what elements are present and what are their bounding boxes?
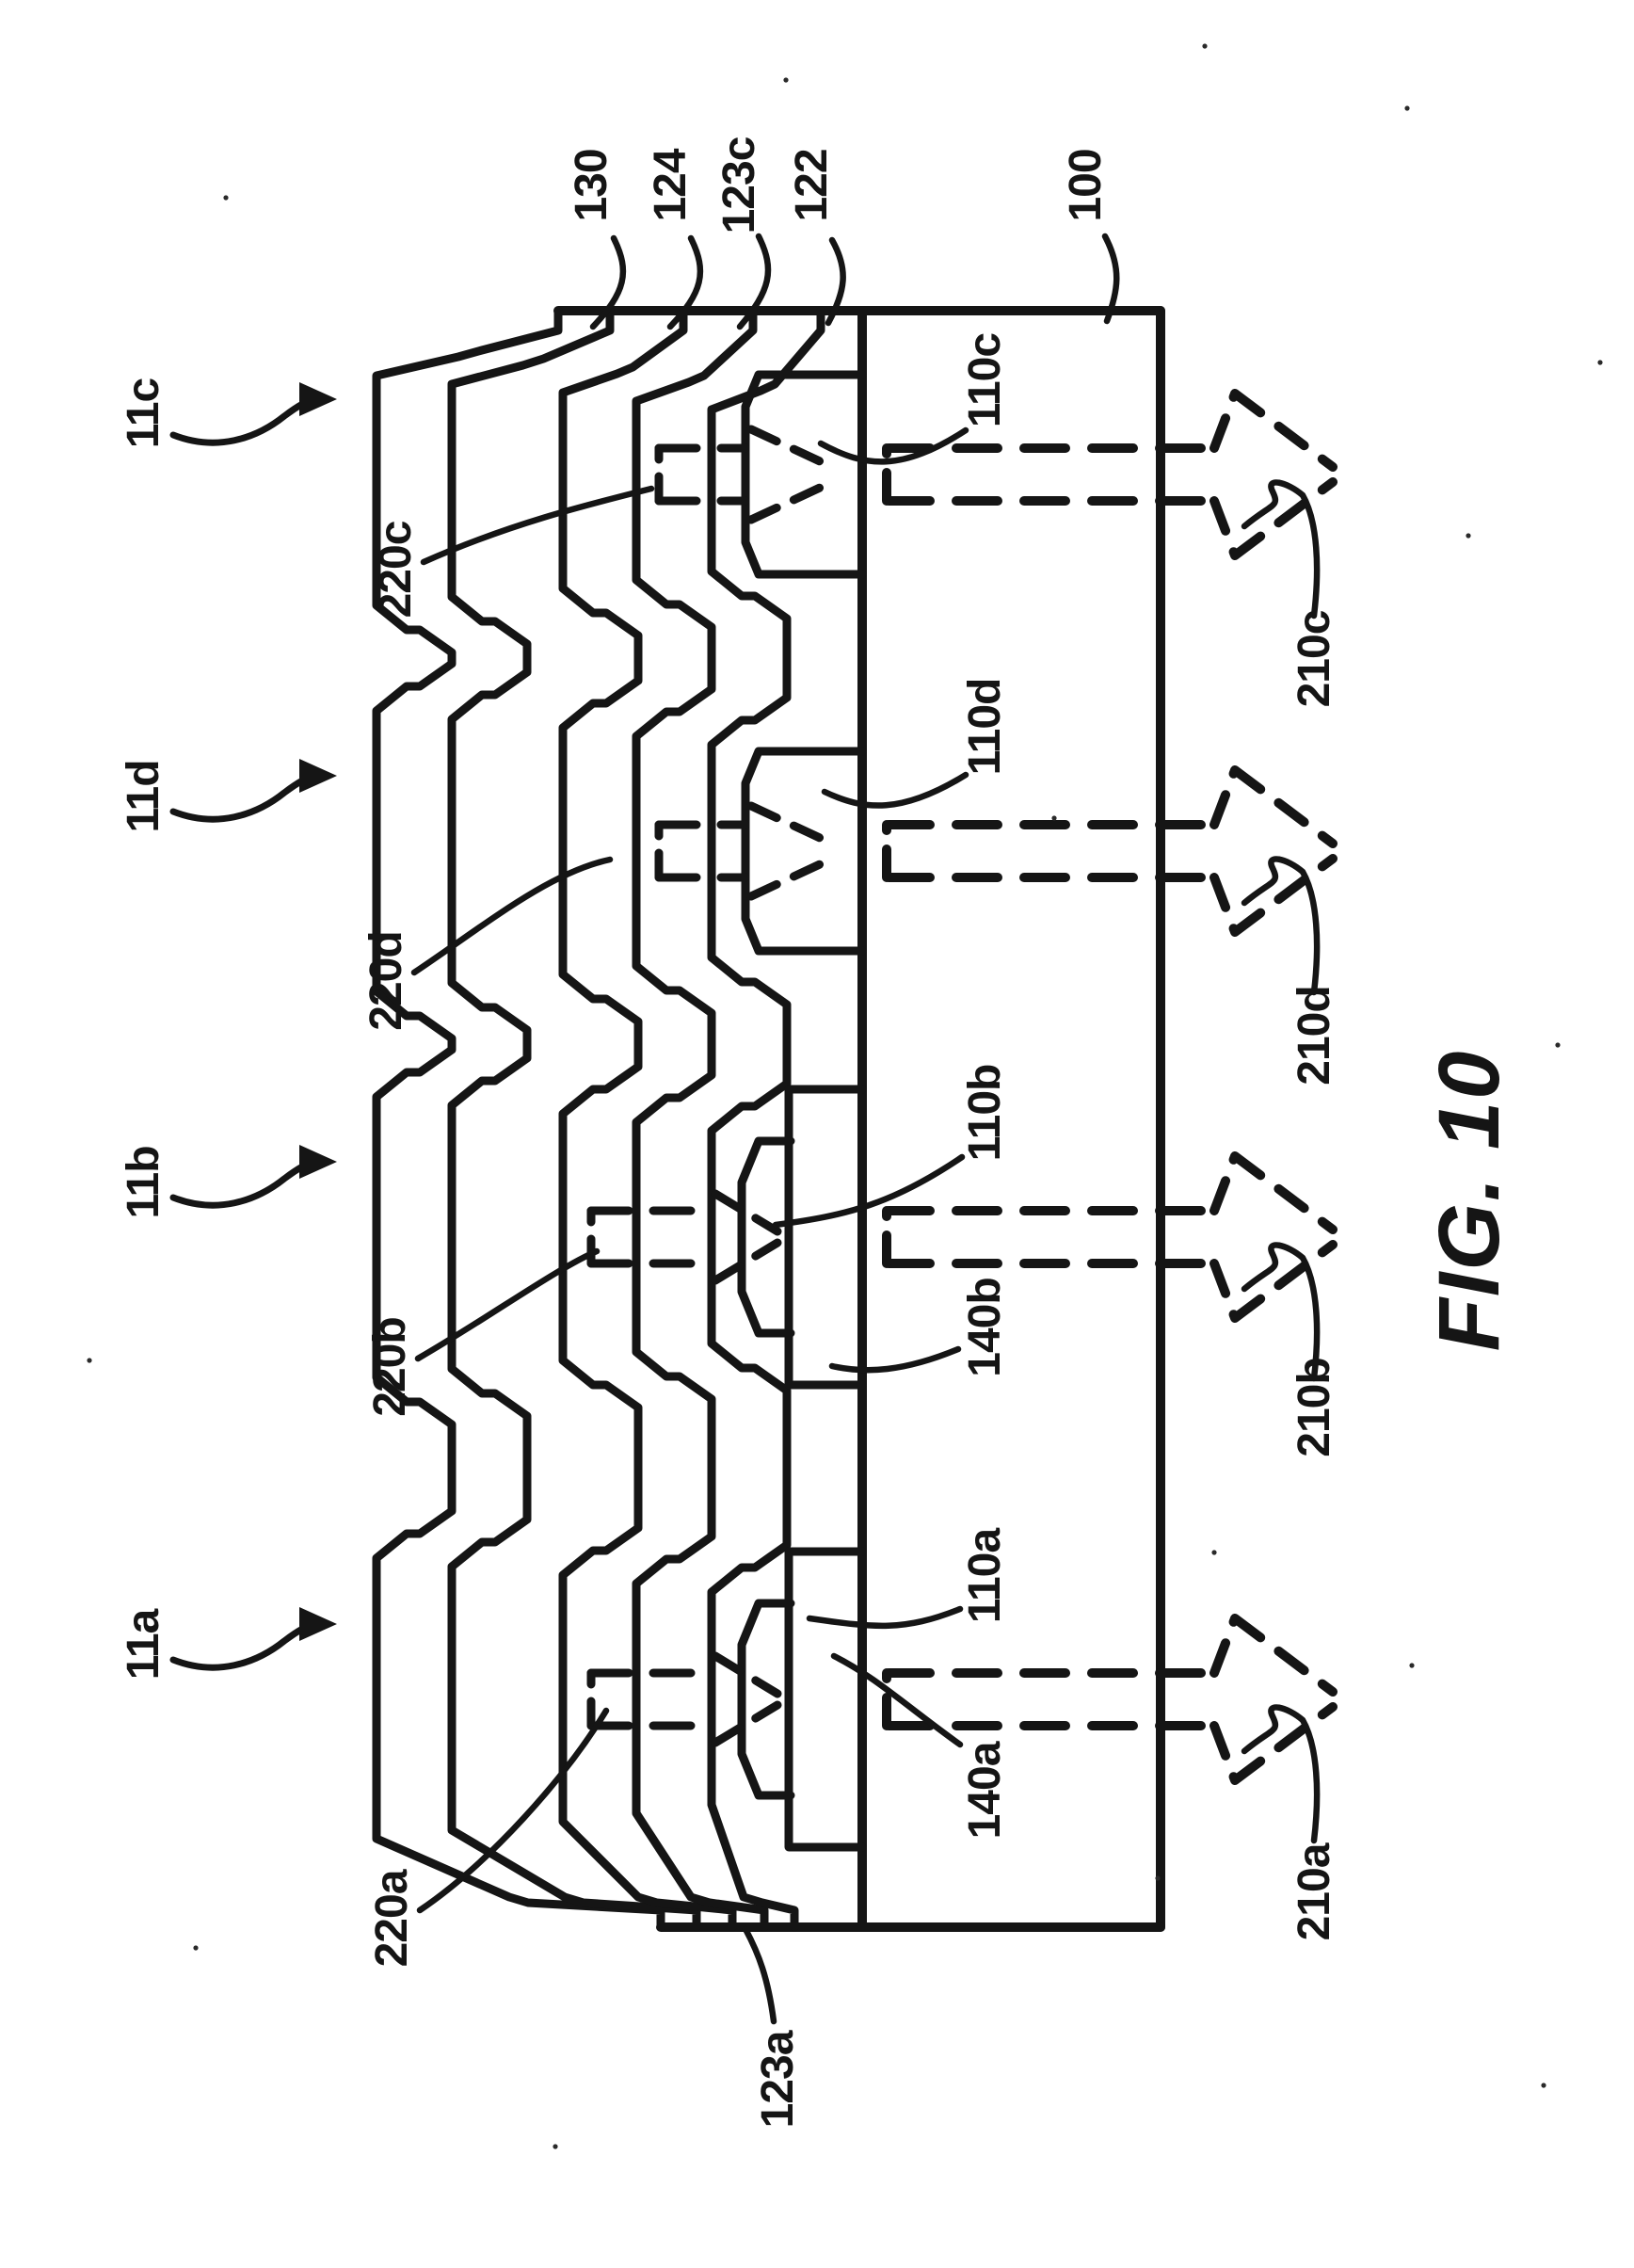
label-layer-123c: 123c bbox=[714, 137, 764, 233]
label-emission-220d: 220d bbox=[361, 931, 411, 1030]
light-arrow-shaft-210b bbox=[884, 1206, 1219, 1268]
leader-emission-220d bbox=[410, 856, 614, 976]
leader-structure-110b bbox=[772, 1153, 966, 1229]
label-layer-124: 124 bbox=[646, 148, 696, 221]
structure-110-a bbox=[737, 1599, 795, 1800]
pad-140-b bbox=[784, 1085, 867, 1390]
label-layer-edge-123a: 123a bbox=[753, 2030, 803, 2128]
conformal-layer-line-4 bbox=[707, 306, 825, 1932]
label-pad-140b: 140b bbox=[960, 1278, 1010, 1376]
light-arrow-brace-210c bbox=[1241, 479, 1321, 619]
label-section-11a: 11a bbox=[119, 1608, 168, 1680]
label-section-11c: 11c bbox=[119, 378, 168, 448]
pad-140-a bbox=[784, 1547, 867, 1852]
light-arrow-brace-210d bbox=[1241, 856, 1321, 996]
section-arrowhead-11b bbox=[299, 1145, 337, 1179]
leader-emission-220a bbox=[416, 1707, 610, 1914]
section-arrowhead-11a bbox=[299, 1607, 337, 1641]
light-arrow-head-210b bbox=[1209, 1151, 1338, 1323]
section-arrow-11b bbox=[169, 1158, 318, 1209]
structure-110-d bbox=[741, 747, 867, 956]
emission-arrow-shaft-220b bbox=[586, 1206, 716, 1268]
paper-speck bbox=[1466, 533, 1471, 539]
label-layer-122: 122 bbox=[787, 149, 837, 221]
emission-arrow-shaft-220d bbox=[654, 820, 750, 882]
light-arrow-head-210a bbox=[1209, 1614, 1338, 1785]
conformal-layer-line-1 bbox=[447, 306, 701, 1932]
leader-pad-140a bbox=[830, 1652, 964, 1748]
diagram-geometry bbox=[87, 43, 1603, 2149]
paper-speck bbox=[1051, 815, 1057, 821]
paper-speck bbox=[1541, 2083, 1546, 2088]
label-emission-220a: 220a bbox=[367, 1869, 417, 1967]
paper-speck bbox=[1597, 360, 1603, 365]
paper-speck bbox=[193, 1945, 199, 1951]
leader-pad-140b bbox=[828, 1345, 962, 1374]
light-arrow-shaft-210c bbox=[884, 443, 1219, 506]
label-structure-110d: 110d bbox=[960, 679, 1010, 776]
paper-speck bbox=[1555, 1042, 1561, 1048]
leader-emission-220c bbox=[420, 485, 655, 566]
paper-speck bbox=[87, 1358, 92, 1363]
conformal-layer-line-2 bbox=[558, 306, 737, 1932]
emission-arrow-head-220a bbox=[711, 1651, 782, 1747]
light-arrow-brace-210b bbox=[1241, 1242, 1321, 1382]
label-structure-110b: 110b bbox=[960, 1065, 1010, 1162]
paper-speck bbox=[1155, 1875, 1161, 1881]
emission-arrow-shaft-220a bbox=[586, 1668, 716, 1730]
leader-structure-110d bbox=[821, 771, 969, 809]
leader-layer-edge-123a bbox=[742, 1925, 777, 2025]
light-arrow-head-210c bbox=[1209, 389, 1338, 560]
light-arrow-shaft-210d bbox=[884, 820, 1219, 882]
structure-110-c bbox=[741, 370, 867, 579]
conformal-layer-line-0 bbox=[372, 306, 665, 1932]
label-layer-130: 130 bbox=[567, 149, 617, 221]
light-arrow-head-210d bbox=[1209, 765, 1338, 937]
label-structure-110a: 110a bbox=[960, 1528, 1010, 1623]
leader-substrate-100 bbox=[1101, 233, 1120, 325]
section-arrowhead-11d bbox=[299, 759, 337, 793]
leader-structure-110c bbox=[817, 426, 969, 465]
emission-arrow-head-220b bbox=[711, 1189, 782, 1285]
section-arrow-11c bbox=[169, 395, 318, 446]
paper-speck bbox=[1409, 1663, 1415, 1668]
section-arrowhead-11c bbox=[299, 382, 337, 416]
label-light-210a: 210a bbox=[1290, 1842, 1339, 1940]
label-pad-140a: 140a bbox=[960, 1741, 1010, 1839]
paper-speck bbox=[223, 195, 229, 201]
light-arrow-shaft-210a bbox=[884, 1668, 1219, 1730]
label-light-210c: 210c bbox=[1290, 610, 1339, 707]
leader-layer-122 bbox=[825, 236, 846, 327]
leader-layer-124 bbox=[666, 234, 704, 330]
paper-speck bbox=[1404, 105, 1410, 111]
paper-speck bbox=[553, 2144, 558, 2149]
label-light-210d: 210d bbox=[1290, 986, 1339, 1085]
emission-arrow-head-220d bbox=[746, 801, 837, 901]
label-section-11d: 11d bbox=[119, 760, 168, 832]
paper-speck bbox=[1202, 43, 1208, 49]
emission-arrow-head-220c bbox=[746, 425, 837, 524]
conformal-layer-line-3 bbox=[632, 306, 769, 1932]
figure-caption: FIG. 10 bbox=[1421, 1050, 1517, 1352]
emission-arrow-shaft-220c bbox=[654, 443, 750, 506]
label-structure-110c: 110c bbox=[960, 333, 1010, 427]
label-light-210b: 210b bbox=[1290, 1358, 1339, 1456]
label-section-11b: 11b bbox=[119, 1146, 168, 1218]
section-arrow-11d bbox=[169, 772, 318, 823]
label-emission-220b: 220b bbox=[365, 1317, 415, 1416]
light-arrow-brace-210a bbox=[1241, 1704, 1321, 1844]
structure-110-b bbox=[737, 1136, 795, 1338]
leader-layer-130 bbox=[589, 234, 627, 330]
paper-speck bbox=[1211, 1550, 1217, 1555]
label-emission-220c: 220c bbox=[371, 521, 421, 618]
paper-speck bbox=[783, 77, 789, 83]
section-arrow-11a bbox=[169, 1620, 318, 1671]
leader-emission-220b bbox=[414, 1247, 601, 1362]
leader-layer-123c bbox=[736, 233, 772, 330]
label-substrate-100: 100 bbox=[1061, 149, 1111, 221]
leader-structure-110a bbox=[806, 1605, 964, 1630]
